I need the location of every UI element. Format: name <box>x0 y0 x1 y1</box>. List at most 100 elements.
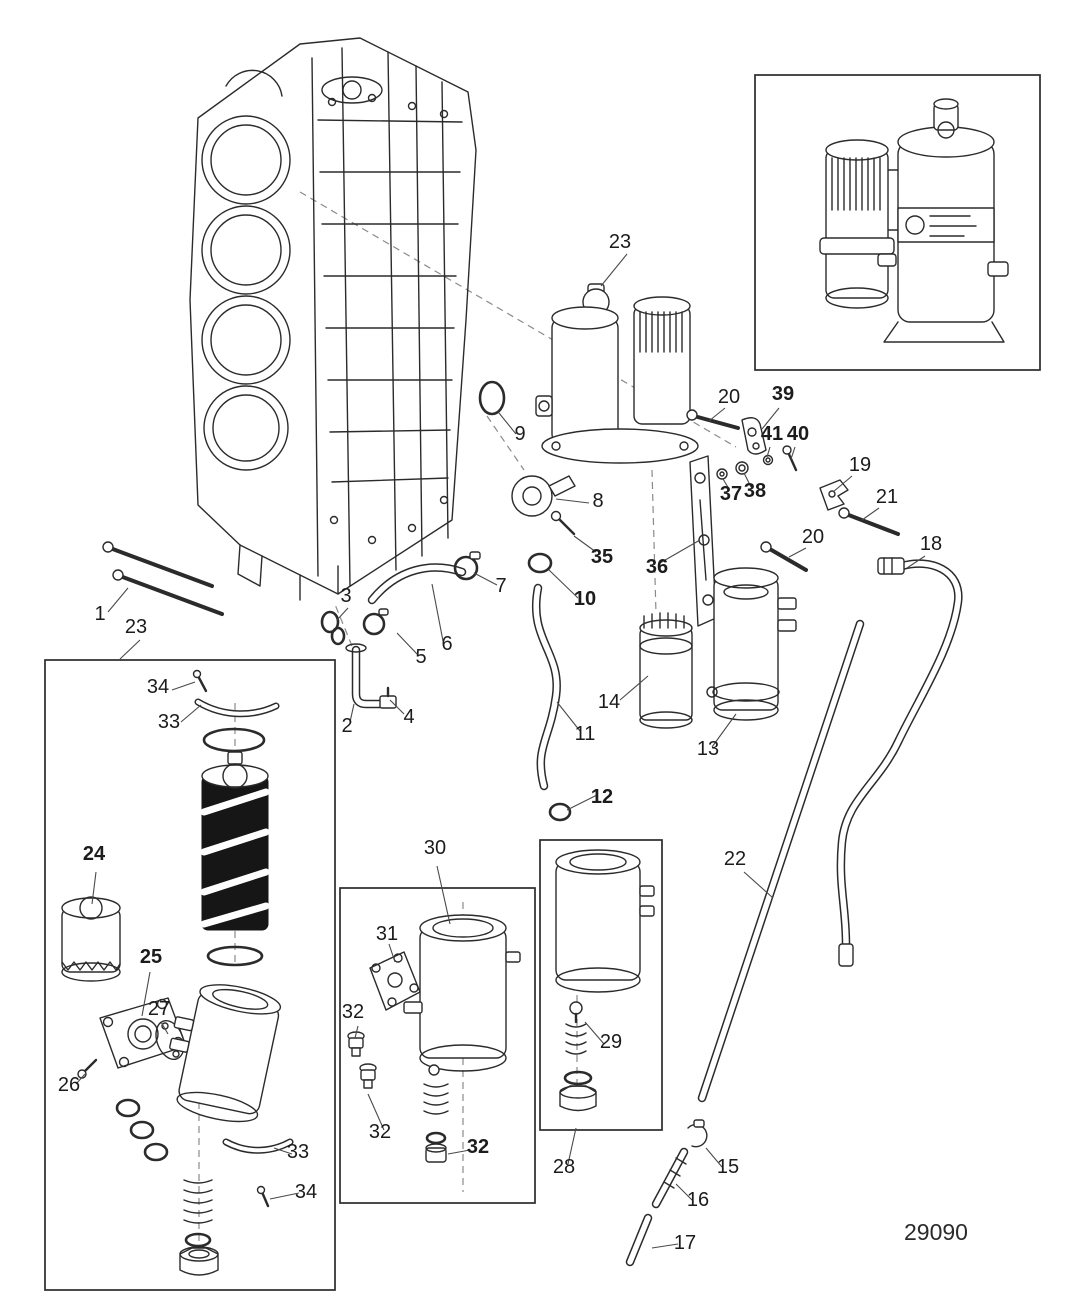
callout-35: 35 <box>591 546 613 568</box>
callout-1: 1 <box>94 603 105 625</box>
callout-25: 25 <box>140 946 162 968</box>
filter-cartridge <box>200 751 270 931</box>
callout-19: 19 <box>849 454 871 476</box>
callout-28: 28 <box>553 1156 575 1178</box>
diagram-number: 29090 <box>904 1219 968 1245</box>
callout-20-lower: 20 <box>802 526 824 548</box>
strap-33-upper <box>194 698 280 718</box>
fittings-32 <box>347 1031 377 1089</box>
o-ring-12 <box>548 802 572 822</box>
bolt-20-lower <box>760 541 808 572</box>
hose-18 <box>836 557 963 967</box>
o-ring-9 <box>478 380 506 416</box>
callout-40: 40 <box>787 423 809 445</box>
callout-9: 9 <box>514 423 525 445</box>
callout-23-left: 23 <box>125 616 147 638</box>
o-ring-under-spring <box>184 1232 212 1248</box>
callout-10: 10 <box>574 588 596 610</box>
callout-labels: 23 20 39 41 40 19 21 37 38 18 9 8 35 7 1… <box>58 231 942 1254</box>
callout-14: 14 <box>598 691 620 713</box>
callout-22: 22 <box>724 848 746 870</box>
bolt-holes <box>327 93 449 545</box>
valve-spring-32 <box>423 1064 449 1163</box>
callout-34-lower: 34 <box>295 1181 317 1203</box>
detail-box-23 <box>44 659 336 1291</box>
callout-32-a: 32 <box>342 1001 364 1023</box>
callout-5: 5 <box>415 646 426 668</box>
washer-41 <box>762 454 774 466</box>
callout-21: 21 <box>876 486 898 508</box>
callout-30: 30 <box>424 837 446 859</box>
clamp-15 <box>687 1119 708 1148</box>
callout-8: 8 <box>592 490 603 512</box>
screw-34-lower <box>256 1185 270 1208</box>
screw-40 <box>782 445 798 472</box>
callout-27: 27 <box>148 998 170 1020</box>
plate-39 <box>741 417 767 455</box>
bolts-1 <box>102 541 224 616</box>
callout-37: 37 <box>720 483 742 505</box>
tube-17 <box>625 1213 653 1267</box>
fuel-filter-assembly <box>535 283 699 464</box>
cap-nut-left <box>179 1246 219 1276</box>
callout-36: 36 <box>646 556 668 578</box>
cap-nut-28 <box>559 1085 597 1112</box>
callout-38: 38 <box>744 480 766 502</box>
plug-4 <box>379 686 397 709</box>
callout-23-top: 23 <box>609 231 631 253</box>
callout-17: 17 <box>674 1232 696 1254</box>
bolt-20-upper <box>686 409 740 430</box>
o-rings-3 <box>320 610 346 646</box>
callout-32-b: 32 <box>369 1121 391 1143</box>
callout-29: 29 <box>600 1031 622 1053</box>
relief-valve-29 <box>565 1001 587 1055</box>
callout-6: 6 <box>441 633 452 655</box>
washer-38 <box>735 461 749 475</box>
cooler-canister-30 <box>403 914 521 1072</box>
filter-canister-14 <box>639 612 693 729</box>
leader-lines <box>75 253 926 1249</box>
gasket-31 <box>369 951 421 1011</box>
inset-assembled-view <box>754 74 1041 371</box>
callout-39: 39 <box>772 383 794 405</box>
elbow-fitting-2 <box>345 643 393 709</box>
cooler-canister-28 <box>555 849 655 993</box>
hose-clamp-5 <box>362 608 389 636</box>
filter-canister-13 <box>706 567 797 721</box>
engine-block <box>189 37 477 601</box>
washer-37 <box>716 468 728 480</box>
hose-clamp-7 <box>453 551 481 581</box>
callout-2: 2 <box>341 715 352 737</box>
callout-3: 3 <box>340 585 351 607</box>
mounting-bracket-36 <box>689 455 717 627</box>
callout-32-c: 32 <box>467 1136 489 1158</box>
callout-15: 15 <box>717 1156 739 1178</box>
strap-33-lower <box>222 1138 294 1154</box>
spring-left <box>183 1179 213 1224</box>
detail-box-28 <box>539 839 663 1131</box>
bolt-21 <box>838 507 900 536</box>
bolt-35 <box>550 510 576 536</box>
large-o-ring-bottom <box>206 945 264 967</box>
callout-31: 31 <box>376 923 398 945</box>
o-ring-28 <box>563 1070 593 1086</box>
large-o-ring-top <box>202 727 266 753</box>
oil-cooler-body <box>169 984 282 1123</box>
callout-13: 13 <box>697 738 719 760</box>
callout-12: 12 <box>591 786 613 808</box>
clamp-19 <box>819 479 849 511</box>
callout-18: 18 <box>920 533 942 555</box>
callout-7: 7 <box>495 575 506 597</box>
callout-20-upper: 20 <box>718 386 740 408</box>
hose-11 <box>532 583 561 791</box>
hose-22 <box>697 619 865 1103</box>
callout-33-upper: 33 <box>158 711 180 733</box>
detail-box-30 <box>339 887 536 1204</box>
o-ring-stack <box>115 1098 169 1162</box>
outlet-flange-8 <box>511 475 576 517</box>
oil-filter-24 <box>61 896 121 982</box>
o-ring-10 <box>527 552 553 574</box>
callout-33-lower: 33 <box>287 1141 309 1163</box>
